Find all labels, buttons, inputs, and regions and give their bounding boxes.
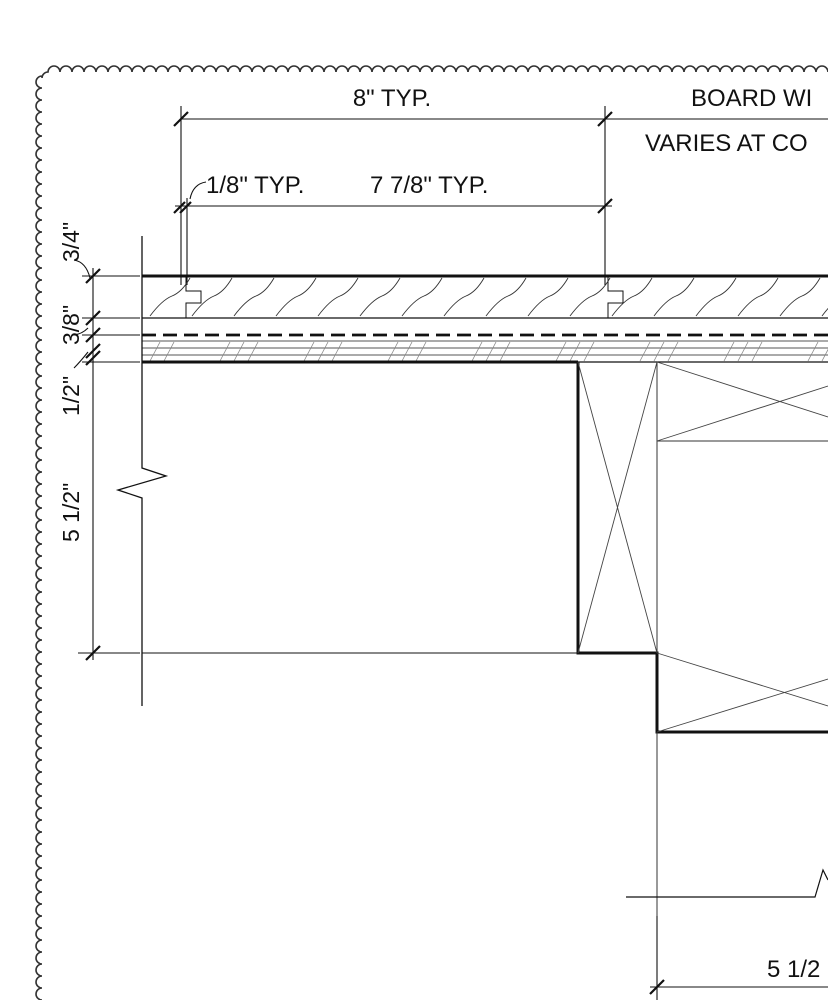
label-board-spacing: 8" TYP. xyxy=(353,85,431,112)
corner-framing xyxy=(576,361,828,916)
label-board-face: 7 7/8" TYP. xyxy=(370,172,488,199)
label-bottom-dim: 5 1/2 xyxy=(767,956,820,983)
label-board-width: BOARD WI xyxy=(691,85,812,112)
siding-boards xyxy=(142,274,828,319)
break-line-icon xyxy=(115,236,169,706)
label-varies: VARIES AT CO xyxy=(645,130,808,157)
label-stud-depth: 5 1/2" xyxy=(58,483,84,542)
dimension-lines xyxy=(78,106,828,1000)
dimension-ticks xyxy=(85,111,665,995)
revision-cloud-icon xyxy=(35,65,828,1000)
sheathing-layer xyxy=(142,340,828,364)
label-siding-thickness: 3/4" xyxy=(58,222,84,262)
leader-lines xyxy=(73,181,207,369)
label-sheathing-thickness: 1/2" xyxy=(58,376,84,416)
label-gap: 1/8" TYP. xyxy=(206,172,304,199)
label-furring-thickness: 3/8" xyxy=(58,305,84,345)
